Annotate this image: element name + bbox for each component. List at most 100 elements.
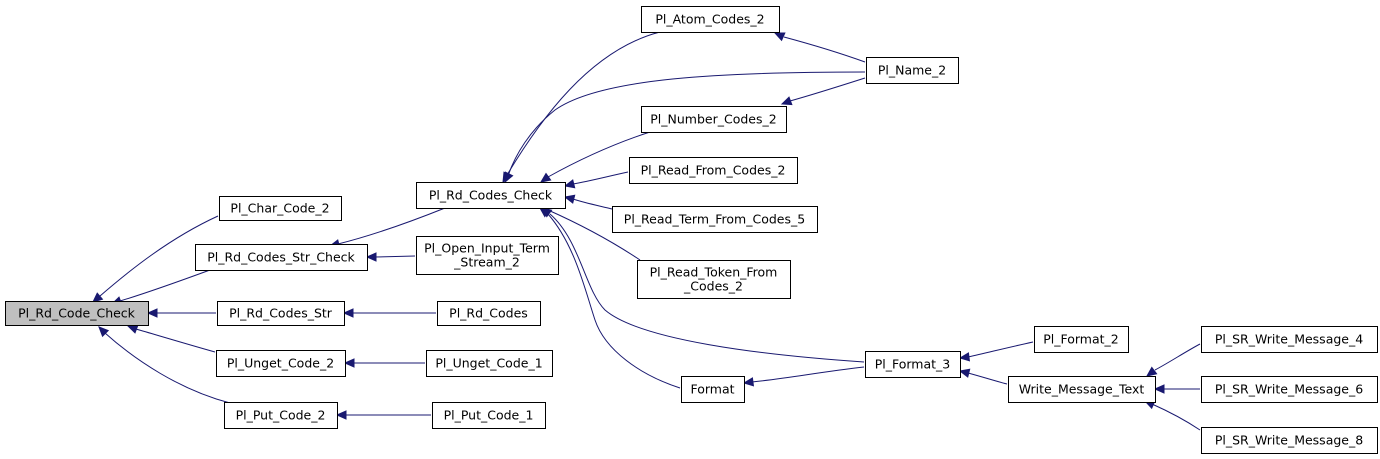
node-box	[1201, 427, 1378, 454]
node-label: Pl_Rd_Code_Check	[18, 306, 136, 321]
arrowhead	[126, 324, 139, 334]
node-box	[681, 376, 745, 403]
node-label: Write_Message_Text	[1019, 382, 1145, 397]
node-put-code-2[interactable]: Pl_Put_Code_2	[224, 402, 338, 429]
node-read-from-codes-2[interactable]: Pl_Read_From_Codes_2	[629, 157, 798, 184]
node-rd-code-check[interactable]: Pl_Rd_Code_Check	[5, 301, 149, 326]
node-label: Pl_Number_Codes_2	[650, 112, 776, 127]
node-box	[437, 301, 541, 326]
node-format-3[interactable]: Pl_Format_3	[865, 351, 961, 378]
edge-name-2-to-rd-codes-check	[507, 71, 866, 177]
edge-rd-codes-check-to-rd-codes-str-check	[337, 207, 446, 245]
node-label: Pl_Rd_Codes_Check	[429, 188, 553, 203]
node-box	[641, 6, 780, 33]
edge-atom-codes-2-to-rd-codes-check	[506, 31, 661, 176]
node-format-2[interactable]: Pl_Format_2	[1034, 326, 1129, 353]
arrowhead	[742, 377, 755, 387]
arrowhead	[342, 308, 354, 318]
node-label: Pl_Unget_Code_2	[227, 356, 334, 371]
node-label: Pl_Open_Input_Term	[424, 241, 550, 256]
node-box	[866, 57, 959, 84]
node-box	[5, 301, 149, 326]
node-unget-code-1[interactable]: Pl_Unget_Code_1	[426, 350, 553, 377]
node-sr-write-message-4[interactable]: Pl_SR_Write_Message_4	[1201, 326, 1378, 353]
edge-rd-codes-str-check-to-rd-code-check	[119, 269, 211, 302]
node-sr-write-message-8[interactable]: Pl_SR_Write_Message_8	[1201, 427, 1378, 454]
node-box	[637, 260, 791, 299]
node-unget-code-2[interactable]: Pl_Unget_Code_2	[216, 350, 346, 377]
arrowhead	[958, 368, 971, 378]
node-box	[426, 350, 553, 377]
node-box	[1201, 326, 1378, 353]
arrowhead	[563, 194, 576, 204]
arrowhead	[539, 207, 551, 218]
arrowhead	[1146, 366, 1158, 377]
node-label: Pl_Atom_Codes_2	[655, 12, 764, 27]
node-rd-codes-str-check[interactable]: Pl_Rd_Codes_Str_Check	[195, 244, 368, 271]
node-read-token-from-codes-2[interactable]: Pl_Read_Token_From_Codes_2	[637, 260, 791, 299]
node-box	[865, 351, 961, 378]
arrowhead	[1153, 384, 1165, 394]
node-label: Pl_SR_Write_Message_4	[1215, 332, 1363, 347]
node-label: Pl_Rd_Codes_Str_Check	[207, 250, 355, 265]
node-atom-codes-2[interactable]: Pl_Atom_Codes_2	[641, 6, 780, 33]
node-box	[416, 182, 566, 209]
node-label: Pl_Read_Term_From_Codes_5	[624, 212, 805, 227]
node-box	[612, 206, 818, 233]
node-read-term-from-codes-5[interactable]: Pl_Read_Term_From_Codes_5	[612, 206, 818, 233]
node-rd-codes-check[interactable]: Pl_Rd_Codes_Check	[416, 182, 566, 209]
node-label: Pl_Format_2	[1043, 332, 1119, 347]
node-put-code-1[interactable]: Pl_Put_Code_1	[432, 402, 546, 429]
node-label: Pl_Read_From_Codes_2	[641, 163, 786, 178]
edge-read-term-from-codes-5-to-rd-codes-check	[572, 198, 613, 210]
arrowhead	[335, 410, 347, 420]
arrowhead	[98, 326, 110, 338]
node-label: Pl_Rd_Codes	[449, 306, 528, 321]
node-label: _Codes_2	[683, 279, 743, 294]
node-box	[195, 244, 368, 271]
edge-number-codes-2-to-rd-codes-check	[547, 131, 651, 178]
node-name-2[interactable]: Pl_Name_2	[866, 57, 959, 84]
node-box	[629, 157, 798, 184]
node-char-code-2[interactable]: Pl_Char_Code_2	[219, 196, 342, 221]
node-box	[217, 301, 345, 326]
arrowhead	[773, 32, 786, 42]
node-box	[641, 106, 787, 133]
edge-sr-write-message-4-to-write-message-text	[1154, 343, 1201, 371]
edge-name-2-to-atom-codes-2	[783, 36, 866, 63]
node-label: Pl_Unget_Code_1	[435, 356, 542, 371]
edge-format-2-to-format-3	[967, 341, 1034, 358]
node-box	[1034, 326, 1129, 353]
node-label: Format	[690, 382, 734, 397]
arrowhead	[343, 358, 355, 368]
edge-read-from-codes-2-to-rd-codes-check	[572, 171, 629, 185]
arrowhead	[504, 171, 514, 184]
nodes-layer: Pl_Rd_Code_CheckPl_Char_Code_2Pl_Rd_Code…	[5, 6, 1378, 454]
node-label: Pl_Put_Code_2	[236, 408, 326, 423]
arrowhead	[365, 252, 377, 262]
node-open-input-term-stream-2[interactable]: Pl_Open_Input_Term_Stream_2	[416, 236, 559, 275]
edge-name-2-to-number-codes-2	[789, 77, 866, 102]
node-label: Pl_SR_Write_Message_6	[1215, 382, 1363, 397]
edge-put-code-2-to-rd-code-check	[104, 332, 231, 404]
node-number-codes-2[interactable]: Pl_Number_Codes_2	[641, 106, 787, 133]
node-label: Pl_SR_Write_Message_8	[1215, 433, 1363, 448]
node-label: Pl_Put_Code_1	[444, 408, 534, 423]
node-box	[224, 402, 338, 429]
node-label: Pl_Read_Token_From	[650, 265, 778, 280]
node-rd-codes[interactable]: Pl_Rd_Codes	[437, 301, 541, 326]
node-format[interactable]: Format	[681, 376, 745, 403]
node-rd-codes-str[interactable]: Pl_Rd_Codes_Str	[217, 301, 345, 326]
node-sr-write-message-6[interactable]: Pl_SR_Write_Message_6	[1201, 376, 1378, 403]
arrowhead	[92, 292, 104, 303]
node-box	[432, 402, 546, 429]
edge-sr-write-message-8-to-write-message-text	[1151, 403, 1201, 431]
edges-layer	[92, 31, 1201, 431]
node-label: Pl_Format_3	[875, 357, 951, 372]
arrowhead	[958, 352, 971, 362]
node-label: Pl_Name_2	[878, 63, 946, 78]
node-write-message-text[interactable]: Write_Message_Text	[1008, 376, 1156, 403]
node-box	[1201, 376, 1378, 403]
edge-open-input-term-stream-2-to-rd-codes-str-check	[374, 255, 416, 258]
